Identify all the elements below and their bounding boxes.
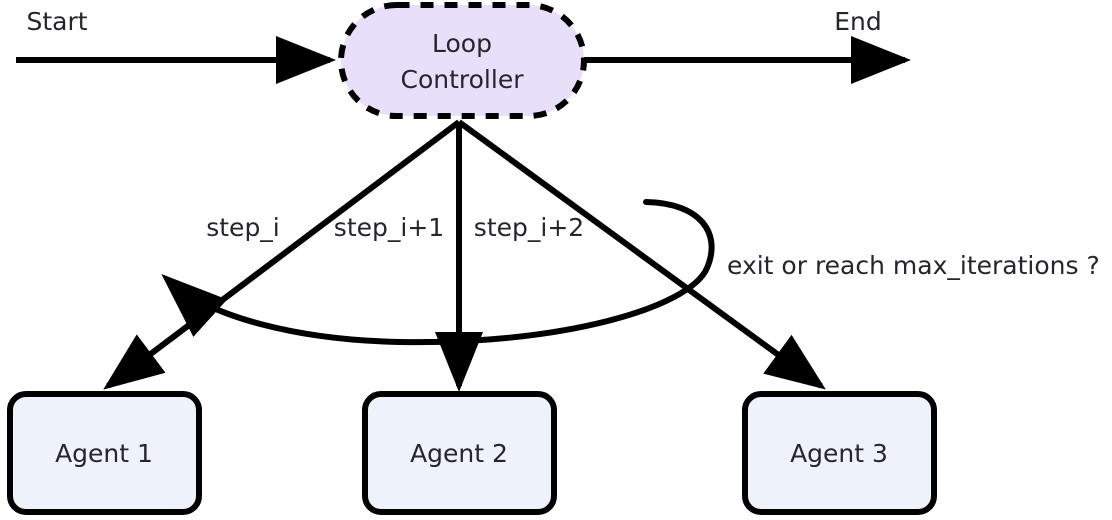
edge-controller-to-agent-1 bbox=[103, 119, 461, 390]
loop-controller-label-line2: Controller bbox=[401, 65, 525, 94]
edge-line-agent-3 bbox=[457, 119, 826, 390]
feedback-loop-curve bbox=[161, 199, 715, 346]
edge-line-agent-1 bbox=[103, 119, 461, 390]
edge-label-step-i: step_i bbox=[206, 213, 280, 242]
loop-controller-shape bbox=[338, 2, 587, 119]
end-label: End bbox=[834, 7, 882, 36]
agent-2-shape bbox=[362, 391, 557, 515]
loop-condition-label: exit or reach max_iterations ? bbox=[727, 251, 1100, 280]
agent-3-label: Agent 3 bbox=[790, 439, 888, 468]
agent-3-shape bbox=[742, 391, 937, 515]
feedback-loop-edge bbox=[161, 199, 715, 346]
agent-node-2[interactable]: Agent 2 bbox=[362, 391, 557, 515]
agent-1-shape bbox=[7, 391, 202, 515]
agent-node-1[interactable]: Agent 1 bbox=[7, 391, 202, 515]
edge-controller-to-agent-3 bbox=[457, 119, 826, 390]
edge-label-step-i-plus-2: step_i+2 bbox=[474, 213, 584, 242]
agent-2-label: Agent 2 bbox=[410, 439, 508, 468]
agent-node-3[interactable]: Agent 3 bbox=[742, 391, 937, 515]
start-label: Start bbox=[26, 7, 87, 36]
loop-controller-node[interactable]: Loop Controller bbox=[338, 2, 587, 119]
loop-controller-label-line1: Loop bbox=[432, 29, 492, 58]
agent-1-label: Agent 1 bbox=[55, 439, 153, 468]
edge-label-step-i-plus-1: step_i+1 bbox=[334, 213, 444, 242]
